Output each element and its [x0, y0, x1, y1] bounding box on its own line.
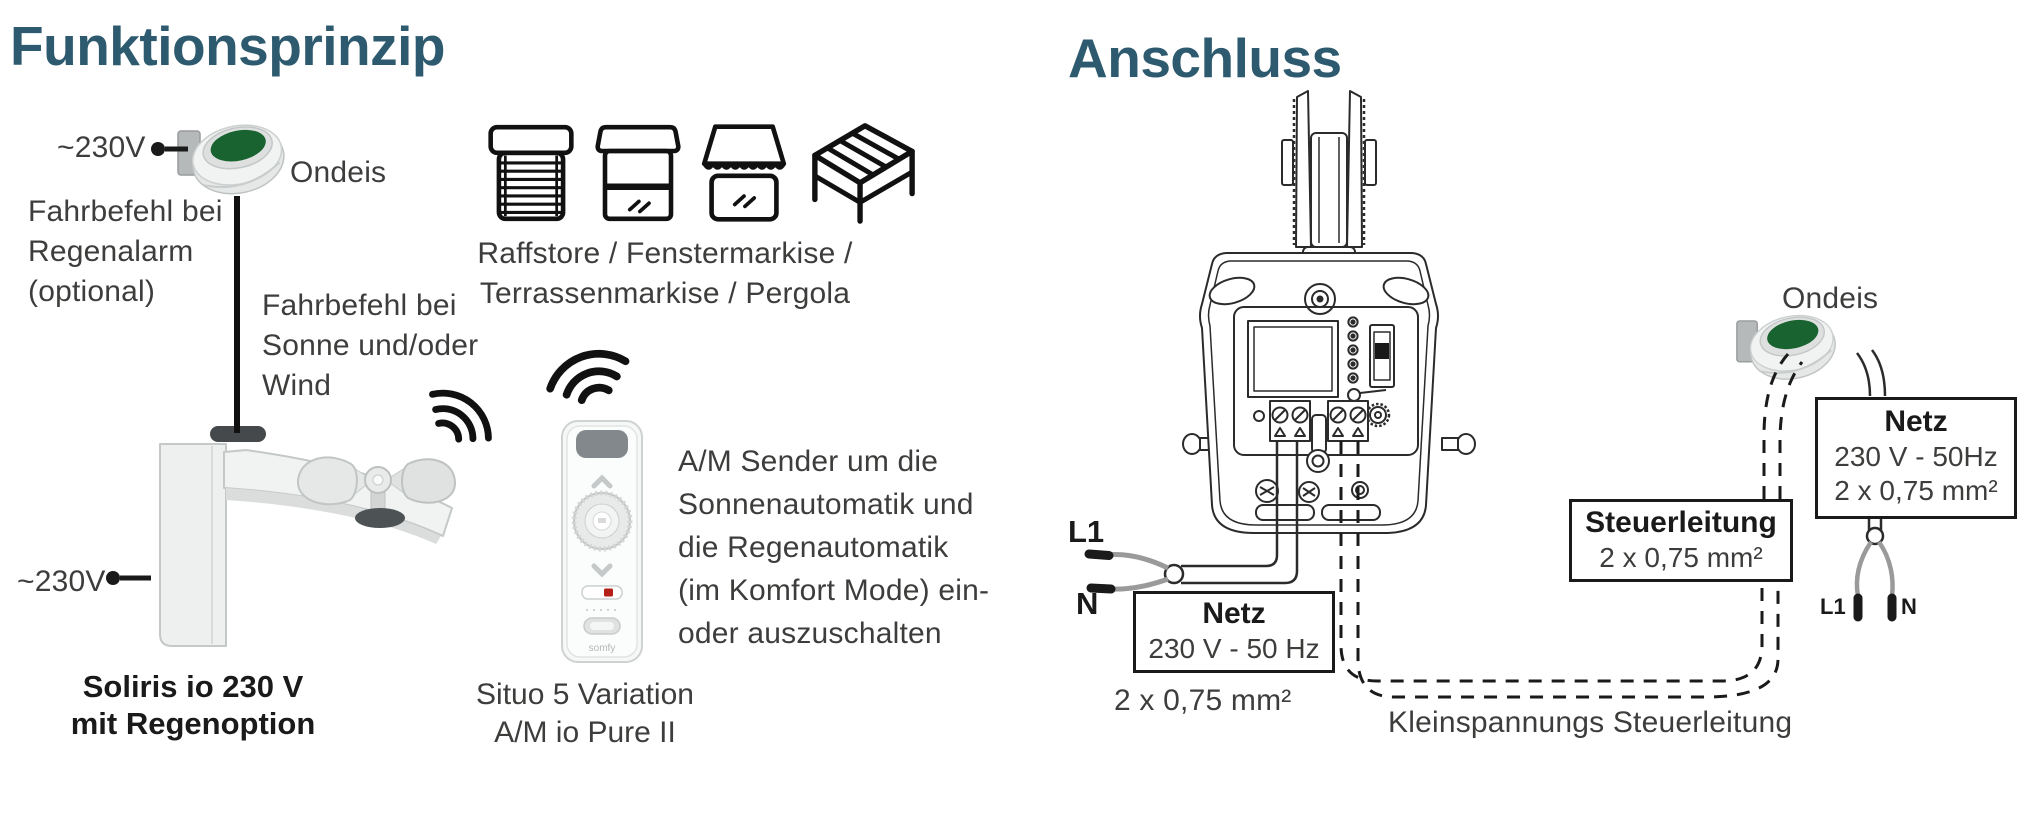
- sun-wind-command-note: Fahrbefehl bei Sonne und/oder Wind: [262, 289, 479, 402]
- voltage-label-bottom: ~230V: [17, 565, 106, 598]
- rain-command-note: Fahrbefehl bei Regenalarm (optional): [28, 195, 223, 308]
- n-label: N: [1076, 586, 1099, 621]
- raffstore-icon: [488, 124, 574, 222]
- control-line-caption: Kleinspannungs Steuerleitung: [1388, 706, 1793, 739]
- up-arrow-icon: [591, 474, 613, 489]
- sensor-n-label: N: [1901, 594, 1917, 619]
- steuerleitung-box: Steuerleitung 2 x 0,75 mm²: [1569, 499, 1793, 582]
- ondeis-label-right: Ondeis: [1782, 282, 1879, 315]
- situo-caption: Situo 5 Variation A/M io Pure II: [476, 678, 694, 749]
- radio-waves-icon: [429, 389, 492, 443]
- soliris-caption: Soliris io 230 V mit Regenoption: [70, 669, 316, 741]
- device-technical-drawing: [1182, 90, 1476, 534]
- ondeis-sensor-illustration: [177, 124, 285, 195]
- terrassenmarkise-icon: [701, 124, 787, 222]
- products-caption: Raffstore / Fenstermarkise / Terrassenma…: [477, 237, 853, 310]
- mains-cable-label: 2 x 0,75 mm²: [1114, 684, 1292, 717]
- down-arrow-icon: [591, 563, 613, 578]
- voltage-label-top: ~230V: [57, 131, 146, 164]
- sensor-l1-label: L1: [1820, 594, 1846, 619]
- soliris-device-illustration: [159, 426, 457, 647]
- remote-illustration: somfy: [561, 420, 643, 663]
- sensor-netz-box: Netz 230 V - 50Hz 2 x 0,75 mm²: [1815, 397, 2017, 519]
- somfy-logo: somfy: [589, 643, 616, 654]
- anschluss-title: Anschluss: [1068, 27, 1342, 89]
- slider-red-indicator: [604, 588, 613, 597]
- fenstermarkise-icon: [595, 124, 681, 222]
- radio-waves-icon: [546, 349, 630, 405]
- ondeis-label-left: Ondeis: [290, 156, 387, 189]
- funktionsprinzip-title: Funktionsprinzip: [10, 15, 446, 77]
- pergola-icon: [812, 123, 915, 224]
- ondeis-sensor-illustration: [1736, 314, 1836, 380]
- sender-note: A/M Sender um die Sonnenautomatik und di…: [678, 445, 990, 650]
- mains-netz-box: Netz 230 V - 50 Hz: [1133, 591, 1335, 673]
- l1-label: L1: [1068, 514, 1105, 549]
